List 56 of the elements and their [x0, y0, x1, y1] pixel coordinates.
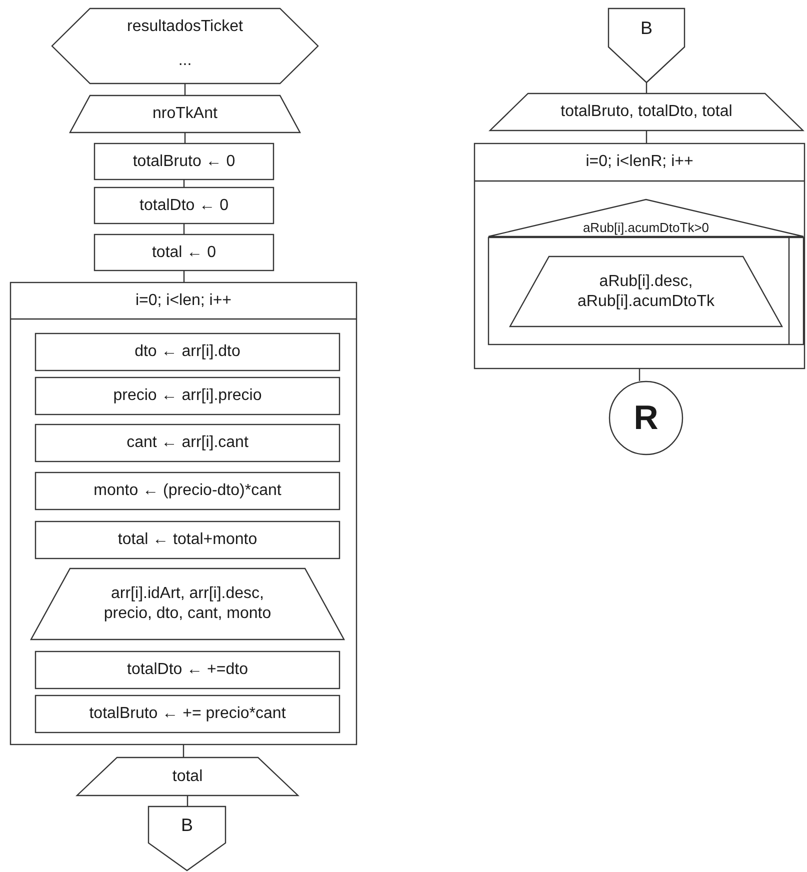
connector-line — [184, 133, 186, 143]
branch-block — [488, 237, 804, 345]
process-box — [35, 521, 340, 559]
statement-text: monto ← (precio-dto)*cant — [92, 481, 282, 501]
statement-text: totalDto ← 0 — [138, 196, 230, 216]
statement-text: dto ← arr[i].dto — [134, 342, 242, 362]
statement-text: totalBruto ← += precio*cant — [88, 704, 287, 724]
output-text: aRub[i].desc, aRub[i].acumDtoTk — [576, 272, 716, 312]
input-output-box — [510, 256, 782, 327]
process-box — [35, 424, 340, 462]
connector-line — [646, 131, 648, 143]
connector-line — [183, 180, 185, 187]
condition-text: aRub[i].acumDtoTk>0 — [582, 220, 710, 236]
output-text: arr[i].idArt, arr[i].desc, precio, dto, cant, monto — [102, 584, 272, 624]
process-box — [35, 333, 340, 371]
process-box — [94, 187, 274, 224]
input-output-box — [490, 93, 803, 131]
connector-line — [183, 271, 185, 282]
loop-header-text: i=0; i<lenR; i++ — [584, 152, 694, 172]
loop-block — [474, 143, 805, 369]
connector-line — [186, 796, 188, 806]
process-box — [35, 377, 340, 415]
input-output-box — [77, 757, 298, 796]
statement-text: total ← 0 — [150, 242, 218, 262]
connector-line — [182, 745, 184, 757]
output-text: nroTkAnt — [152, 104, 218, 124]
statement-text: cant ← arr[i].cant — [126, 433, 250, 453]
connector-line — [646, 83, 648, 93]
process-box — [94, 234, 274, 271]
statement-text: precio ← arr[i].precio — [112, 386, 263, 406]
connector-label: R — [632, 398, 660, 439]
connector-line — [638, 369, 640, 381]
preparation-hexagon — [52, 8, 318, 84]
output-text: total — [171, 766, 204, 786]
connector-circle — [609, 381, 683, 455]
connector-line — [184, 84, 186, 95]
input-output-box — [70, 95, 300, 133]
process-box — [35, 472, 340, 510]
connector-label: B — [639, 16, 654, 40]
off-page-connector — [148, 806, 226, 871]
connector-line — [183, 224, 185, 234]
off-page-connector — [608, 8, 685, 83]
statement-text: totalDto ← +=dto — [126, 660, 249, 680]
statement-text: total ← total+monto — [116, 530, 258, 550]
parameter-text: ... — [177, 51, 193, 71]
condition-triangle — [488, 199, 804, 237]
process-box — [94, 143, 274, 180]
statement-text: totalBruto ← 0 — [132, 152, 236, 172]
loop-header-text: i=0; i<len; i++ — [134, 290, 233, 310]
procedure-name: resultadosTicket — [126, 17, 244, 37]
loop-block — [10, 282, 357, 745]
process-box — [35, 695, 340, 733]
output-text: totalBruto, totalDto, total — [560, 102, 734, 122]
process-box — [35, 651, 340, 689]
connector-label: B — [180, 814, 194, 836]
input-output-box — [31, 568, 344, 640]
